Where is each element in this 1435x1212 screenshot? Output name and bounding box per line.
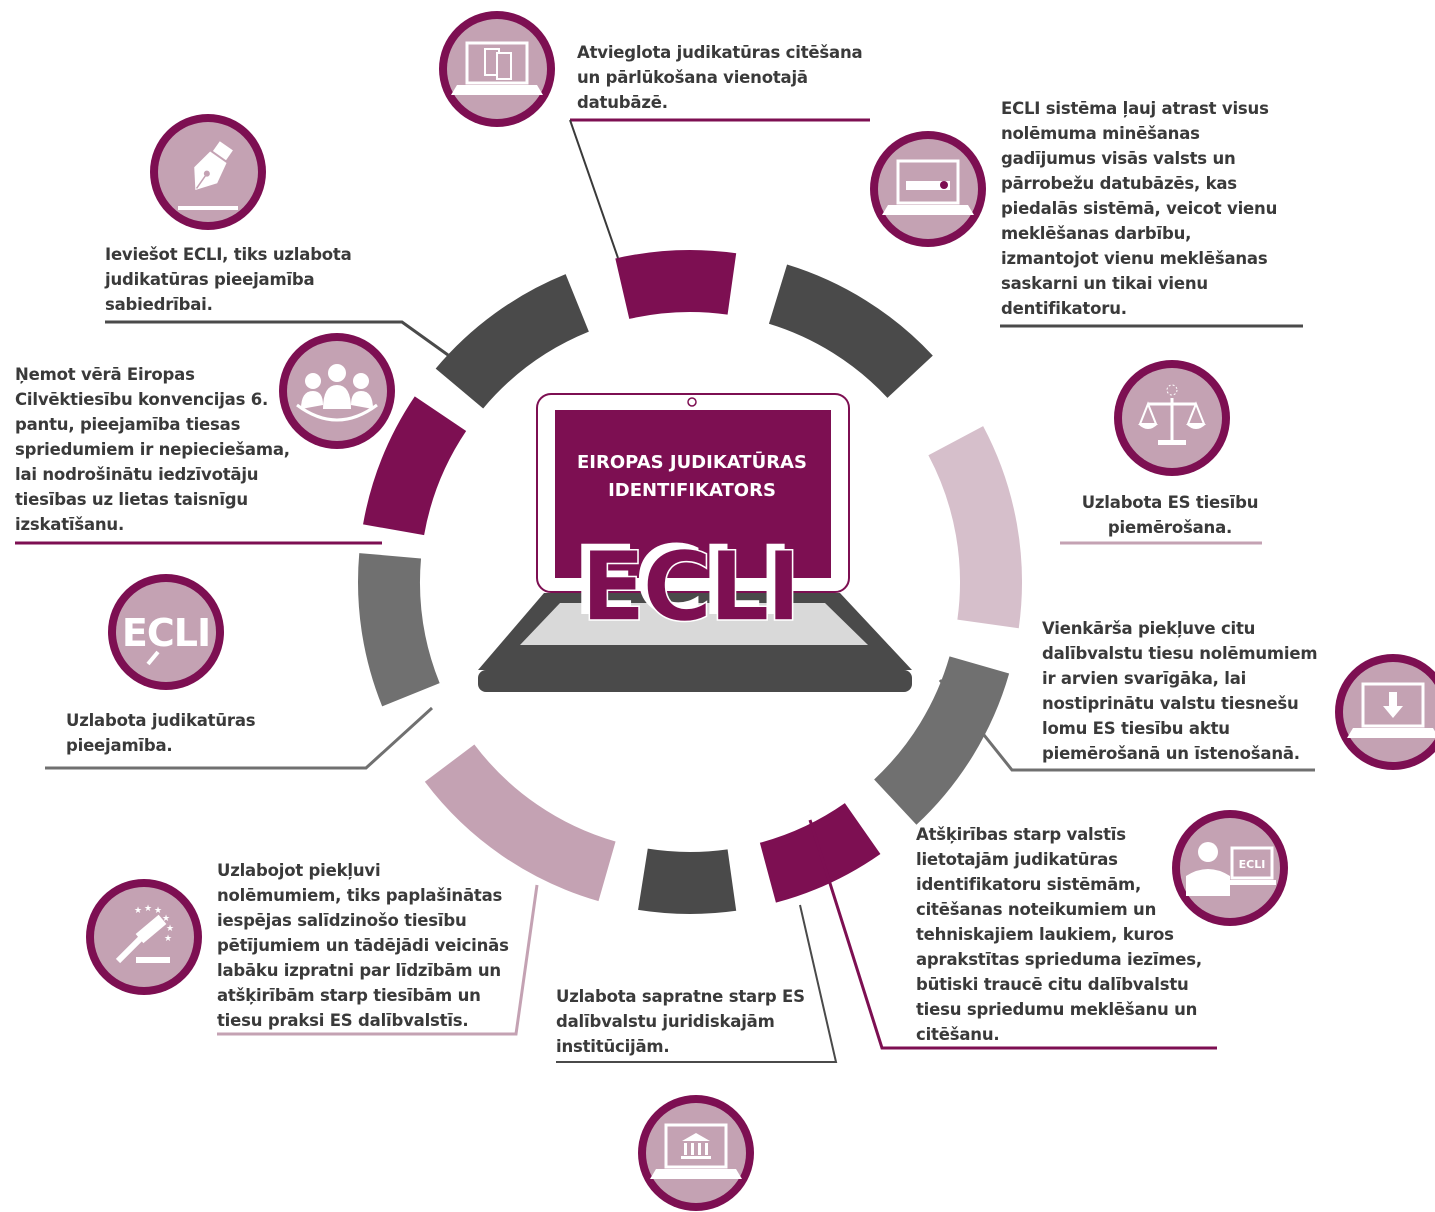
ring-segment-bottom (638, 848, 737, 914)
svg-text:★: ★ (162, 914, 170, 924)
text-upper-left: Ņemot vērā Eiropas Cilvēktiesību konvenc… (15, 365, 290, 534)
svg-text:★: ★ (134, 906, 142, 916)
people-group-icon (279, 333, 395, 449)
scales-icon (1114, 360, 1230, 476)
ring-segment-left (358, 553, 440, 707)
text-lower-right: Vienkārša piekļuve citu dalībvalstu ties… (1042, 619, 1318, 763)
connector-top-left (105, 320, 449, 357)
text-top-left: Ieviešot ECLI, tiks uzlabota judikatūras… (105, 245, 352, 314)
connector-top-diag (569, 119, 619, 259)
center-title-line2: IDENTIFIKATORS (608, 480, 776, 501)
ring-segment-top (615, 249, 737, 319)
search-laptop-icon (870, 131, 986, 247)
ring-segment-lower-right (874, 656, 1010, 825)
ecli-magnifier-logo: ECLI (122, 611, 210, 655)
svg-text:★: ★ (154, 906, 162, 916)
text-left: Uzlabota judikatūras pieejamība. (66, 711, 256, 755)
ecli-magnifier-icon: ECLI (108, 574, 224, 690)
text-bottom: Uzlabota sapratne starp ES dalībvalstu j… (556, 987, 805, 1056)
text-top: Atvieglota judikatūras citēšana un pārlū… (577, 43, 863, 112)
connector-lower-right (938, 679, 1315, 772)
ring-segment-bottom-left (424, 744, 616, 902)
ring-segment-right (928, 426, 1022, 629)
text-bottom-right: Atšķirības starp valstīs lietotajām judi… (916, 825, 1202, 1044)
svg-text:★: ★ (166, 924, 174, 934)
connector-bottom-left (217, 884, 539, 1036)
center-logo: ECLI (581, 531, 798, 643)
svg-text:★: ★ (144, 904, 152, 914)
person-ecli-icon: ECLI (1172, 810, 1288, 926)
pen-nib-icon (150, 114, 266, 230)
connector-bottom (556, 904, 838, 1063)
connector-bottom-right (808, 819, 1217, 1050)
text-bottom-left: Uzlabojot piekļuvi nolēmumiem, tiks papl… (217, 861, 509, 1030)
documents-laptop-icon (439, 11, 555, 127)
center-laptop (478, 393, 912, 692)
person-ecli-logo: ECLI (1239, 858, 1266, 871)
download-laptop-icon (1335, 654, 1435, 770)
institution-laptop-icon (638, 1095, 754, 1211)
ring-segment-top-right (768, 264, 933, 398)
text-right: Uzlabota ES tiesību piemērošana. (1081, 493, 1259, 537)
center-logo-shadow: ECLI (573, 525, 790, 637)
svg-text:★: ★ (164, 934, 172, 944)
ring-segment-top-left (435, 274, 589, 409)
text-top-right: ECLI sistēma ļauj atrast visus nolēmuma … (1001, 99, 1278, 318)
ring-segment-upper-left (363, 396, 467, 536)
connector-left (45, 706, 434, 770)
center-title-line1: EIROPAS JUDIKATŪRAS (577, 451, 807, 473)
gavel-stars-icon: ★★★ ★★★ (86, 879, 202, 995)
